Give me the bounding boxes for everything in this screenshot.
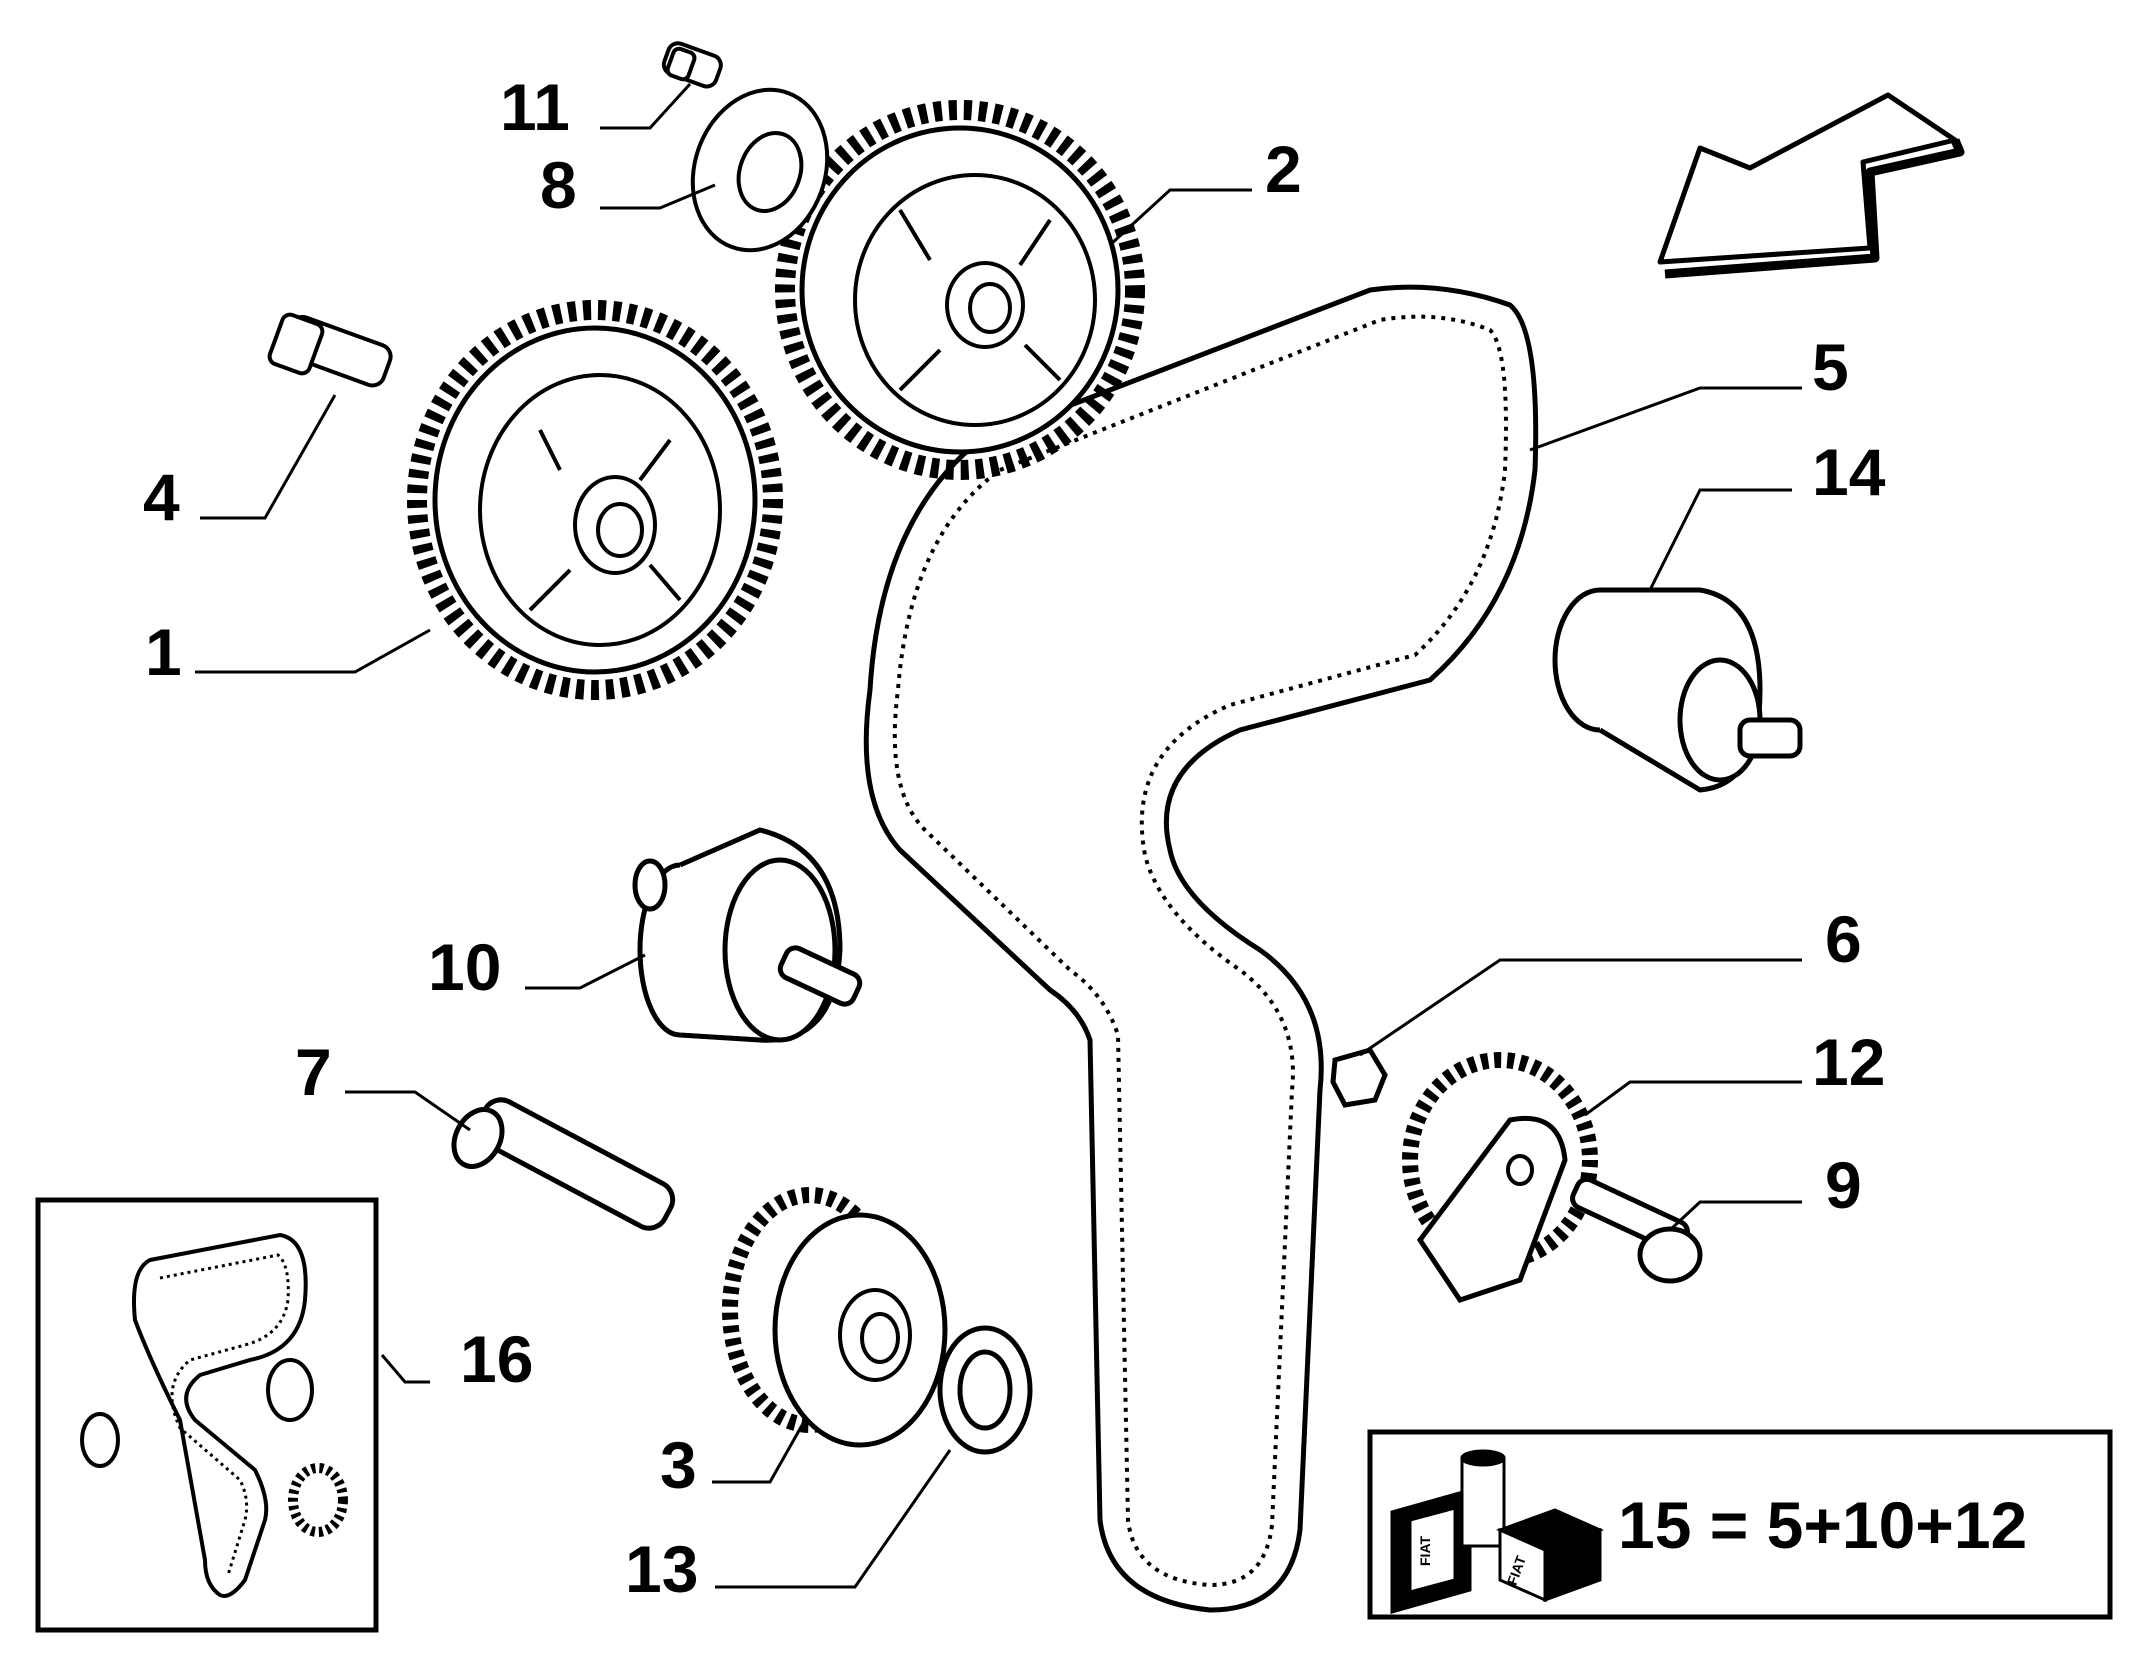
direction-arrow-icon: [1657, 92, 1965, 279]
callout-14: 14: [1812, 435, 1886, 509]
callout-12: 12: [1812, 1025, 1885, 1099]
callout-1: 1: [145, 615, 182, 689]
bolt-7: [451, 1097, 676, 1231]
timing-belt: [863, 284, 1539, 1613]
seal-13: [937, 1325, 1033, 1455]
callout-6: 6: [1825, 902, 1862, 976]
belt-kit-inset-16: [35, 1197, 379, 1633]
callout-13: 13: [625, 1532, 698, 1606]
callout-2: 2: [1265, 132, 1302, 206]
idler-14: [1552, 587, 1803, 793]
callout-7: 7: [295, 1035, 332, 1109]
callout-11: 11: [500, 70, 570, 144]
callout-16: 16: [460, 1322, 533, 1396]
camshaft-pulley-2: [775, 100, 1145, 480]
parts-kit-icon: [1390, 1449, 1605, 1614]
bolt-11: [661, 41, 723, 89]
pulley-3: [722, 1187, 948, 1448]
idler-10: [632, 827, 863, 1043]
callout-4: 4: [143, 460, 180, 534]
camshaft-pulley-1: [407, 300, 783, 700]
callout-3: 3: [660, 1428, 697, 1502]
callout-5: 5: [1812, 330, 1849, 404]
callout-9: 9: [1825, 1148, 1862, 1222]
kit-formula: 15 = 5+10+12: [1618, 1488, 2028, 1562]
leader-lines: [195, 82, 1802, 1589]
bolt-9: [1570, 1176, 1703, 1284]
tensioner-12: [1402, 1052, 1598, 1303]
callout-10: 10: [428, 930, 501, 1004]
callout-labels: 11 8 2 4 1 5 14 10 7 6 12 9 3 13 16: [143, 70, 1886, 1606]
bolt-4: [267, 312, 393, 388]
washer-8: [690, 87, 830, 253]
kit-brand-label-1: FIAT: [1417, 1535, 1433, 1566]
nut-6: [1330, 1047, 1388, 1108]
callout-8: 8: [540, 148, 577, 222]
